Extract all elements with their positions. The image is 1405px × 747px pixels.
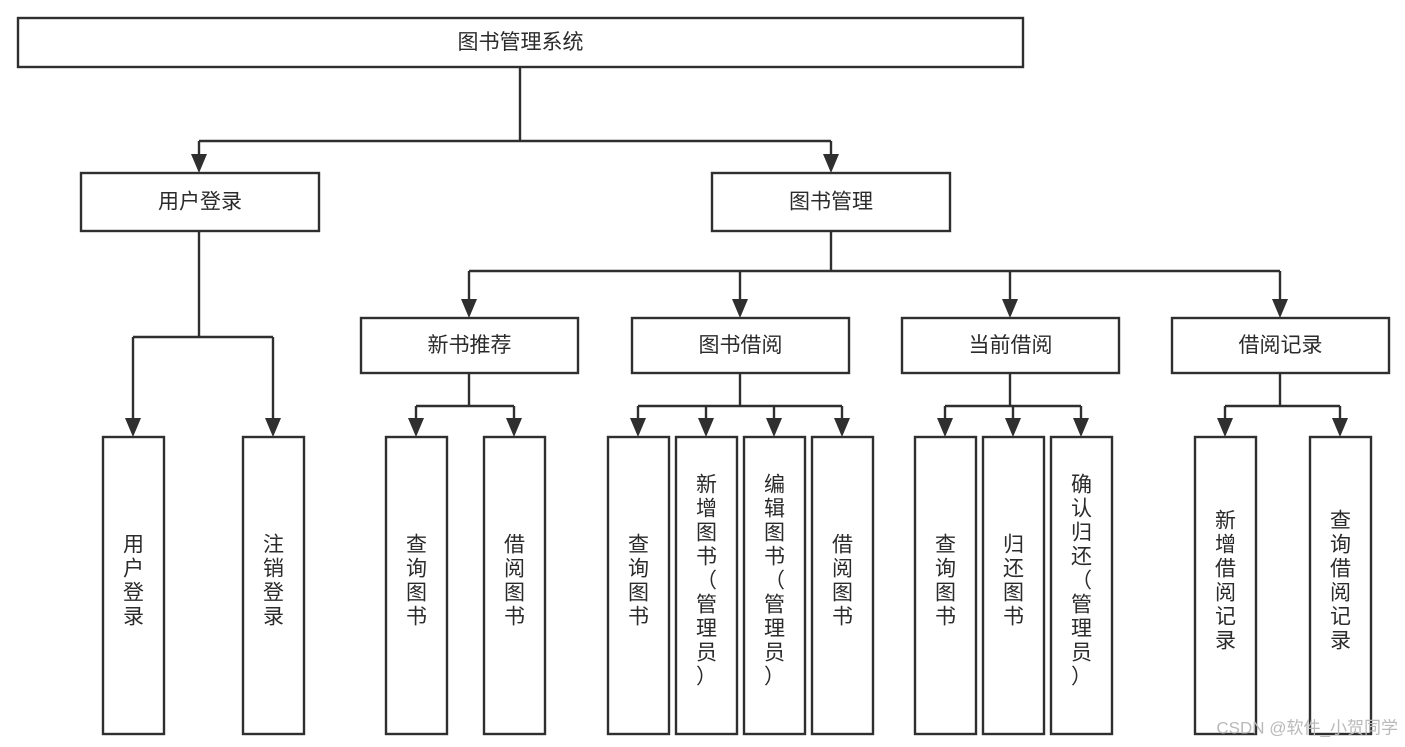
node-leaf-edit-book-box[interactable] [742, 435, 807, 736]
group-1-arrow-icon-1 [698, 418, 714, 437]
node-book-borrow-label: 图书借阅 [699, 334, 783, 357]
node-leaf-logout-label: 注销登录 [263, 534, 284, 629]
node-borrow-record-box[interactable] [1170, 316, 1391, 375]
node-leaf-query-record-box[interactable] [1308, 435, 1373, 736]
group-3-arrow-icon-1 [1332, 418, 1348, 437]
user-login-arrow-icon-0 [125, 418, 141, 437]
node-leaf-logout[interactable]: 注销登录 [241, 435, 306, 736]
node-leaf-add-record-label: 新增借阅记录 [1215, 510, 1236, 653]
node-current-borrow-label: 当前借阅 [969, 334, 1053, 357]
node-leaf-add-record-box[interactable] [1193, 435, 1258, 736]
node-leaf-add-book-label: 新增图书（管理员） [696, 474, 717, 689]
node-new-book-recommend-box[interactable] [359, 316, 580, 375]
group-1-arrow-icon-2 [766, 418, 782, 437]
group-2-arrow-icon-2 [1073, 418, 1089, 437]
node-leaf-borrow-book-1[interactable]: 借阅图书 [482, 435, 547, 736]
node-leaf-query-book-2[interactable]: 查询图书 [606, 435, 671, 736]
node-leaf-query-book-3[interactable]: 查询图书 [913, 435, 978, 736]
node-book-borrow[interactable]: 图书借阅 [630, 316, 851, 375]
book-manage-arrow-icon-3 [1272, 299, 1288, 318]
node-leaf-user-login[interactable]: 用户登录 [101, 435, 166, 736]
group-2-arrow-icon-0 [937, 418, 953, 437]
node-leaf-return-book-label: 归还图书 [1003, 534, 1024, 629]
nodes-layer: 图书管理系统用户登录图书管理新书推荐图书借阅当前借阅借阅记录用户登录注销登录查询… [16, 16, 1391, 736]
root-arrow-icon-0 [191, 154, 207, 173]
node-leaf-query-book-1[interactable]: 查询图书 [384, 435, 449, 736]
root-arrow-icon-1 [823, 154, 839, 173]
node-leaf-query-book-2-label: 查询图书 [628, 534, 649, 629]
node-leaf-borrow-book-1-box[interactable] [482, 435, 547, 736]
node-user-login[interactable]: 用户登录 [79, 171, 321, 233]
node-borrow-record[interactable]: 借阅记录 [1170, 316, 1391, 375]
node-leaf-query-book-1-label: 查询图书 [406, 534, 427, 629]
group-1-arrow-icon-3 [834, 418, 850, 437]
node-leaf-add-book[interactable]: 新增图书（管理员） [674, 435, 739, 736]
node-leaf-return-book-box[interactable] [981, 435, 1046, 736]
book-manage-arrow-icon-1 [732, 299, 748, 318]
node-leaf-borrow-book-2-label: 借阅图书 [832, 534, 853, 629]
group-2-arrow-icon-1 [1005, 418, 1021, 437]
node-new-book-recommend-label: 新书推荐 [428, 334, 512, 357]
node-leaf-query-record-label: 查询借阅记录 [1330, 510, 1351, 653]
group-0-arrow-icon-0 [408, 418, 424, 437]
node-leaf-query-book-3-box[interactable] [913, 435, 978, 736]
node-user-login-label: 用户登录 [158, 191, 242, 214]
node-user-login-box[interactable] [79, 171, 321, 233]
node-leaf-edit-book[interactable]: 编辑图书（管理员） [742, 435, 807, 736]
node-root-label: 图书管理系统 [458, 31, 584, 54]
node-leaf-borrow-book-1-label: 借阅图书 [504, 534, 525, 629]
node-leaf-return-book[interactable]: 归还图书 [981, 435, 1046, 736]
group-0-arrow-icon-1 [506, 418, 522, 437]
node-current-borrow-box[interactable] [900, 316, 1121, 375]
csdn-watermark: CSDN @软件_小贺同学 [1216, 718, 1398, 737]
node-book-manage[interactable]: 图书管理 [710, 171, 952, 233]
connectors-layer [125, 67, 1348, 437]
node-leaf-borrow-book-2[interactable]: 借阅图书 [810, 435, 875, 736]
node-leaf-add-book-box[interactable] [674, 435, 739, 736]
node-new-book-recommend[interactable]: 新书推荐 [359, 316, 580, 375]
node-leaf-borrow-book-2-box[interactable] [810, 435, 875, 736]
node-book-manage-box[interactable] [710, 171, 952, 233]
node-borrow-record-label: 借阅记录 [1239, 334, 1323, 357]
book-manage-arrow-icon-0 [461, 299, 477, 318]
node-leaf-query-book-3-label: 查询图书 [935, 534, 956, 629]
node-leaf-confirm-return[interactable]: 确认归还（管理员） [1049, 435, 1114, 736]
node-leaf-user-login-box[interactable] [101, 435, 166, 736]
node-leaf-confirm-return-label: 确认归还（管理员） [1071, 474, 1092, 689]
node-leaf-logout-box[interactable] [241, 435, 306, 736]
group-1-arrow-icon-0 [630, 418, 646, 437]
node-root-box[interactable] [16, 16, 1025, 69]
user-login-arrow-icon-1 [265, 418, 281, 437]
node-book-borrow-box[interactable] [630, 316, 851, 375]
node-leaf-query-record[interactable]: 查询借阅记录 [1308, 435, 1373, 736]
node-leaf-query-book-2-box[interactable] [606, 435, 671, 736]
node-leaf-add-record[interactable]: 新增借阅记录 [1193, 435, 1258, 736]
node-current-borrow[interactable]: 当前借阅 [900, 316, 1121, 375]
node-leaf-query-book-1-box[interactable] [384, 435, 449, 736]
node-root[interactable]: 图书管理系统 [16, 16, 1025, 69]
node-leaf-user-login-label: 用户登录 [123, 534, 144, 629]
book-manage-arrow-icon-2 [1002, 299, 1018, 318]
node-leaf-edit-book-label: 编辑图书（管理员） [764, 474, 785, 689]
node-book-manage-label: 图书管理 [789, 191, 873, 214]
group-3-arrow-icon-0 [1217, 418, 1233, 437]
node-leaf-confirm-return-box[interactable] [1049, 435, 1114, 736]
